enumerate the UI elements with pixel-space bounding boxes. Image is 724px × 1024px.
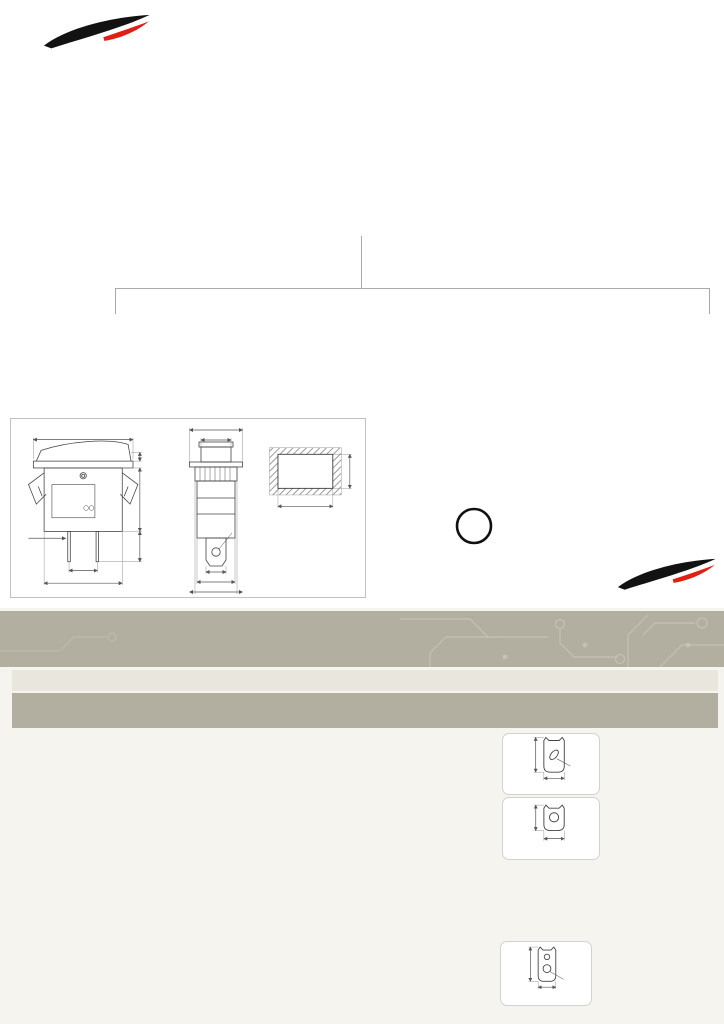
connector-drop-left — [115, 288, 116, 314]
connector-horizontal — [115, 288, 710, 289]
brand-logo-small-art — [617, 558, 716, 590]
front-view-drawing — [28, 437, 142, 586]
terminal-card-p20 — [500, 941, 592, 1006]
terminal-p20-drawing — [528, 946, 564, 990]
intertek-s-circle — [455, 507, 493, 545]
side-view-drawing — [188, 427, 244, 595]
terminal-p9-drawing — [533, 804, 565, 841]
order-code-strip — [12, 670, 718, 691]
certification-marks — [455, 507, 493, 545]
connector-stem — [361, 236, 362, 288]
brand-logo-small — [588, 558, 718, 606]
brand-logo — [12, 14, 152, 62]
circuit-pattern — [0, 614, 724, 667]
connector-drop-right — [709, 288, 710, 314]
terminal-card-p3 — [502, 733, 600, 795]
column-header-band — [12, 693, 718, 728]
series-banner — [0, 611, 724, 667]
brand-logo-art — [43, 14, 150, 49]
panel-hole-drawing — [269, 447, 352, 509]
terminal-card-p9 — [502, 797, 600, 860]
terminal-p3-drawing — [533, 736, 571, 781]
